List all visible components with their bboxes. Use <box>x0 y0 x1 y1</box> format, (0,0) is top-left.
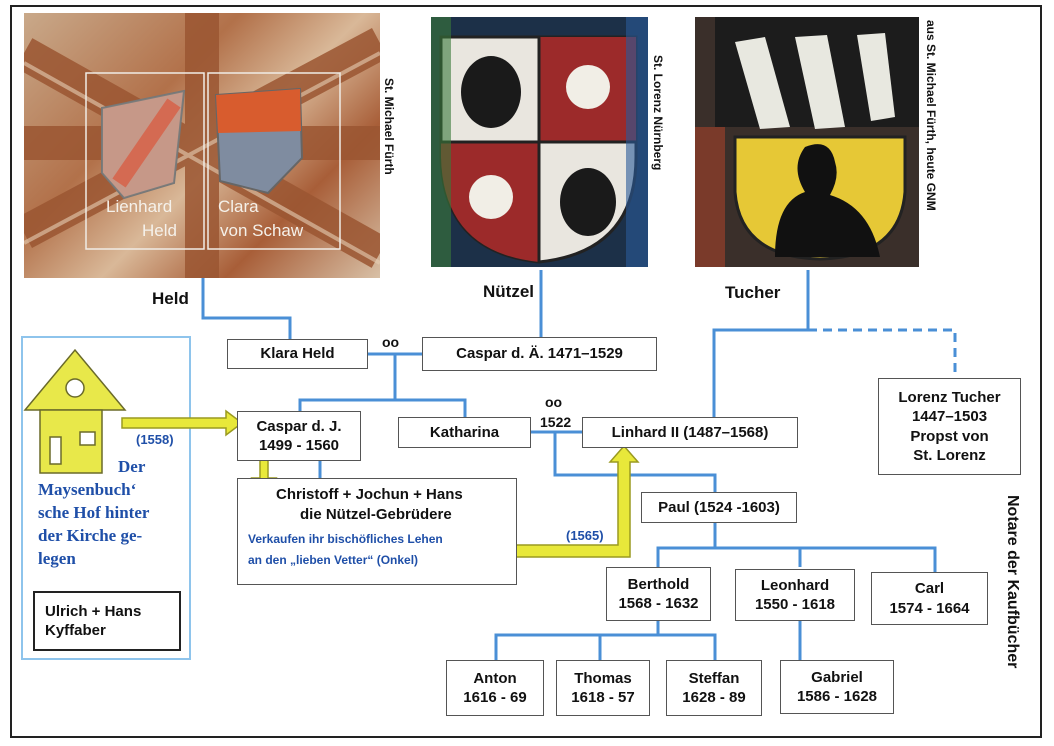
box-carl: Carl 1574 - 1664 <box>871 572 988 625</box>
box-leonhard: Leonhard 1550 - 1618 <box>735 569 855 621</box>
line-children-1 <box>298 354 397 412</box>
box-lorenz-tucher: Lorenz Tucher 1447–1503 Propst von St. L… <box>878 378 1021 475</box>
line-paul-children <box>656 523 717 567</box>
box-steffan: Steffan 1628 - 89 <box>666 660 762 716</box>
label-held-name: Held <box>142 221 177 240</box>
house-line-2: Maysenbuch‘ <box>38 479 137 499</box>
house-illustration <box>23 348 127 474</box>
leonhard-name: Leonhard <box>760 576 830 594</box>
label-lienhard: Lienhard <box>106 197 173 216</box>
anton-name: Anton <box>473 669 517 687</box>
house-line-1: Der <box>118 457 146 476</box>
year-1558: (1558) <box>136 432 174 447</box>
lorenz-line-2: 1447–1503 <box>911 408 988 425</box>
anton-years: 1616 - 69 <box>463 689 527 706</box>
house-line-5: legen <box>38 548 76 568</box>
line-katharina <box>395 398 467 417</box>
brothers-note-1: Verkaufen ihr bischöfliches Lehen <box>248 532 443 546</box>
outer-frame <box>10 5 1042 738</box>
kyffaber-line-2: Kyffaber <box>45 622 106 639</box>
carl-years: 1574 - 1664 <box>889 599 970 617</box>
lorenz-line-1: Lorenz Tucher <box>898 388 1001 406</box>
caption-nuetzel: Nützel <box>483 282 534 301</box>
marriage-symbol-1: oo <box>382 334 400 350</box>
thomas-years: 1618 - 57 <box>571 689 635 706</box>
steffan-name: Steffan <box>688 669 740 687</box>
lorenz-line-4: St. Lorenz <box>913 447 986 464</box>
steffan-years: 1628 - 89 <box>682 689 746 706</box>
leonhard-years: 1550 - 1618 <box>754 596 836 613</box>
box-katharina: Katharina <box>398 417 531 448</box>
berthold-name: Berthold <box>627 575 690 593</box>
box-kyffaber: Ulrich + Hans Kyffaber <box>33 591 181 651</box>
house-line-3: sche Hof hinter <box>38 502 150 522</box>
side-text-tucher: aus St. Michael Fürth, heute GNM <box>924 20 938 211</box>
marriage-year: 1522 <box>540 414 572 430</box>
side-label-notare: Notare der Kaufbücher <box>1004 495 1021 669</box>
line-carl <box>800 546 937 572</box>
tucher-coat-of-arms-photo <box>695 17 919 267</box>
lorenz-line-3: Propst von <box>910 427 989 445</box>
line-tucher-linhard <box>712 270 810 417</box>
box-thomas: Thomas 1618 - 57 <box>556 660 650 716</box>
held-ceiling-photo: Lienhard Held Clara von Schaw <box>24 13 380 278</box>
arrow-brothers-linhard <box>505 444 640 558</box>
box-klara-held: Klara Held <box>227 339 368 369</box>
brothers-names: Christoff + Jochun + Hans <box>276 486 463 503</box>
box-anton: Anton 1616 - 69 <box>446 660 544 716</box>
year-1565: (1565) <box>566 528 604 543</box>
box-caspar-ae: Caspar d. Ä. 1471–1529 <box>422 337 657 371</box>
box-berthold: Berthold 1568 - 1632 <box>606 567 711 621</box>
box-paul: Paul (1524 -1603) <box>641 492 797 523</box>
box-linhard: Linhard II (1487–1568) <box>582 417 798 448</box>
house-description: Der Maysenbuch‘ sche Hof hinter der Kirc… <box>38 456 188 571</box>
line-paul <box>553 432 717 493</box>
thomas-name: Thomas <box>574 669 632 687</box>
house-frame <box>21 336 191 660</box>
caption-tucher: Tucher <box>725 283 781 302</box>
gabriel-years: 1586 - 1628 <box>796 688 878 705</box>
berthold-years: 1568 - 1632 <box>618 595 699 612</box>
line-berthold-children <box>494 620 660 660</box>
kyffaber-line-1: Ulrich + Hans <box>45 602 142 620</box>
side-text-held: St. Michael Fürth <box>382 78 396 175</box>
side-text-nuetzel: St. Lorenz Nürnberg <box>651 55 665 171</box>
caspar-j-years: 1499 - 1560 <box>258 437 340 454</box>
box-gabriel: Gabriel 1586 - 1628 <box>780 660 894 714</box>
nuetzel-coat-of-arms-photo <box>431 17 648 267</box>
house-line-4: der Kirche ge- <box>38 525 143 545</box>
box-caspar-j: Caspar d. J. 1499 - 1560 <box>237 411 361 461</box>
carl-name: Carl <box>914 580 945 597</box>
box-nuetzel-brothers: Christoff + Jochun + Hans die Nützel-Geb… <box>237 478 517 585</box>
caption-held: Held <box>152 289 189 308</box>
brothers-note-2: an den „lieben Vetter“ (Onkel) <box>248 552 419 567</box>
arrow-house-caspar <box>121 409 244 437</box>
line-lorenz-dashed <box>808 328 957 378</box>
brothers-title: die Nützel-Gebrüdere <box>300 505 452 523</box>
line-steffan <box>658 633 717 660</box>
label-clara: Clara <box>218 197 259 216</box>
marriage-symbol-2: oo <box>545 394 563 410</box>
label-von-schaw: von Schaw <box>220 221 304 240</box>
caspar-j-name: Caspar d. J. <box>256 417 342 435</box>
gabriel-name: Gabriel <box>811 668 863 686</box>
